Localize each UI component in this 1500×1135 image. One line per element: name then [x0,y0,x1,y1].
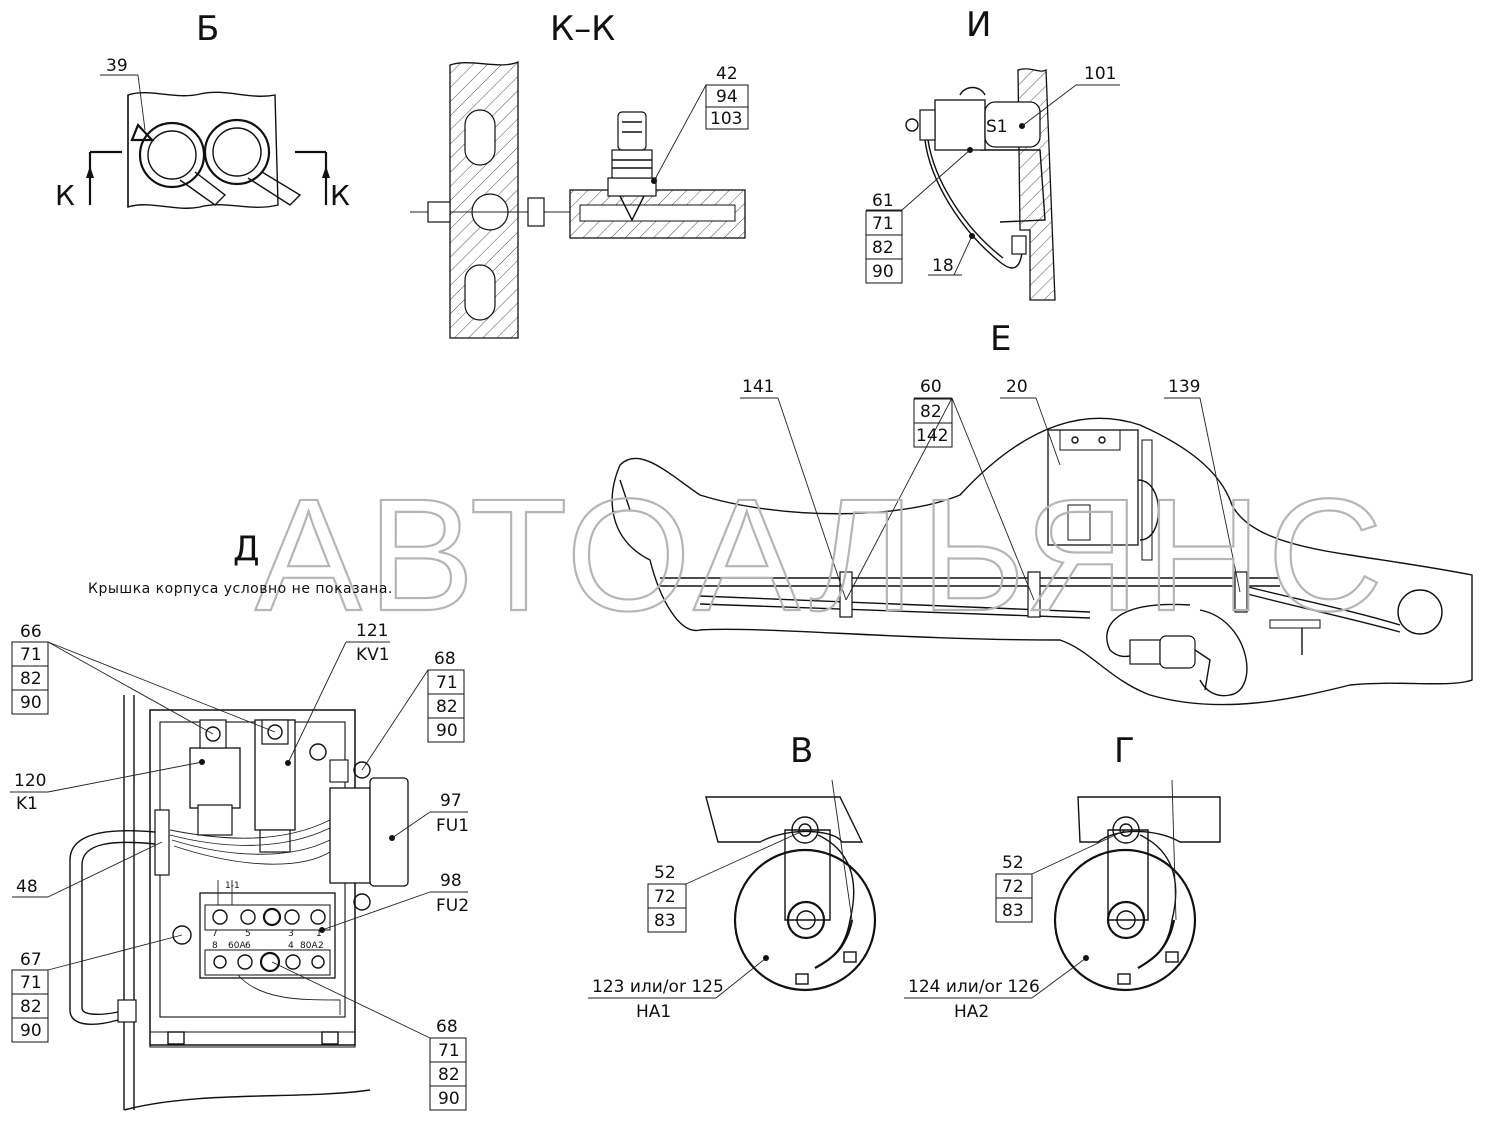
view-b-title: Б [196,9,219,49]
watermark: АВТОАЛЬЯНС [255,465,1389,644]
callout-42: 42 [716,64,738,84]
callout-39: 39 [106,56,128,76]
view-e-title: Е [990,319,1011,359]
callout-68a-90: 90 [436,721,458,741]
callout-90: 90 [872,262,894,282]
callout-97: 97 [440,791,462,811]
callout-68b-71: 71 [438,1041,460,1061]
callout-66-82: 82 [20,669,42,689]
view-v: В 52 72 83 123 или/or 125 HA1 [588,731,877,1022]
callout-v-52: 52 [654,863,676,883]
terminal-60a: 60А [228,941,246,951]
callout-67: 67 [20,950,42,970]
switch-s1: S1 [986,117,1008,137]
callout-66: 66 [20,622,42,642]
view-d: Д Крышка корпуса условно не показана. [10,529,469,1111]
section-mark-left: К [55,179,75,212]
view-e: Е 141 60 82 142 [611,319,1473,706]
terminal-5: 5 [245,929,251,939]
callout-20: 20 [1006,377,1028,397]
view-g-title: Г [1114,731,1135,771]
callout-67-82: 82 [20,997,42,1017]
callout-ha2: HA2 [954,1002,989,1022]
callout-fu1: FU1 [436,816,469,836]
terminal-2: 2 [318,941,324,951]
callout-g-ref: 124 или/or 126 [908,977,1040,997]
view-i-title: И [966,5,991,45]
callout-68a-71: 71 [436,673,458,693]
callout-68a: 68 [434,649,456,669]
callout-68b-82: 82 [438,1065,460,1085]
callout-98: 98 [440,871,462,891]
note-cover: Крышка корпуса условно не показана. [88,581,393,597]
callout-68a-82: 82 [436,697,458,717]
callout-61: 61 [872,191,894,211]
terminal-6: 6 [245,941,251,951]
callout-101: 101 [1084,64,1116,84]
callout-66-71: 71 [20,645,42,665]
view-d-title: Д [233,529,260,569]
section-mark-right: К [330,179,350,212]
callout-139: 139 [1168,377,1200,397]
view-g: Г 52 72 83 124 или/or 126 HA2 [904,731,1221,1022]
callout-v-83: 83 [654,911,676,931]
callout-82e: 82 [920,402,942,422]
callout-120: 120 [14,771,46,791]
callout-82: 82 [872,238,894,258]
callout-kv1: KV1 [356,645,390,665]
callout-g-72: 72 [1002,877,1024,897]
callout-ha1: HA1 [636,1002,671,1022]
callout-121: 121 [356,621,388,641]
terminal-3: 3 [288,929,294,939]
callout-18: 18 [932,256,954,276]
callout-fu2: FU2 [436,896,469,916]
callout-67-71: 71 [20,973,42,993]
callout-68b-90: 90 [438,1089,460,1109]
callout-68b: 68 [436,1017,458,1037]
terminal-8: 8 [212,941,218,951]
view-b: Б 39 К К [55,9,350,212]
terminal-4: 4 [288,941,294,951]
callout-71: 71 [872,214,894,234]
callout-60: 60 [920,377,942,397]
view-v-title: В [790,731,813,771]
terminal-1: 1 [316,929,322,939]
callout-48: 48 [16,877,38,897]
callout-103: 103 [710,109,742,129]
callout-v-ref: 123 или/or 125 [592,977,724,997]
view-i: И S1 101 61 71 82 90 18 [865,5,1120,301]
callout-94: 94 [716,87,738,107]
callout-g-52: 52 [1002,853,1024,873]
terminal-7: 7 [212,929,218,939]
callout-k1: K1 [16,794,38,814]
callout-67-90: 90 [20,1021,42,1041]
callout-g-83: 83 [1002,901,1024,921]
view-kk-title: К–К [550,9,615,49]
callout-66-90: 90 [20,693,42,713]
view-kk: К–К 42 94 103 [410,9,749,339]
terminal-80a: 80А [300,941,318,951]
callout-141: 141 [742,377,774,397]
callout-v-72: 72 [654,887,676,907]
